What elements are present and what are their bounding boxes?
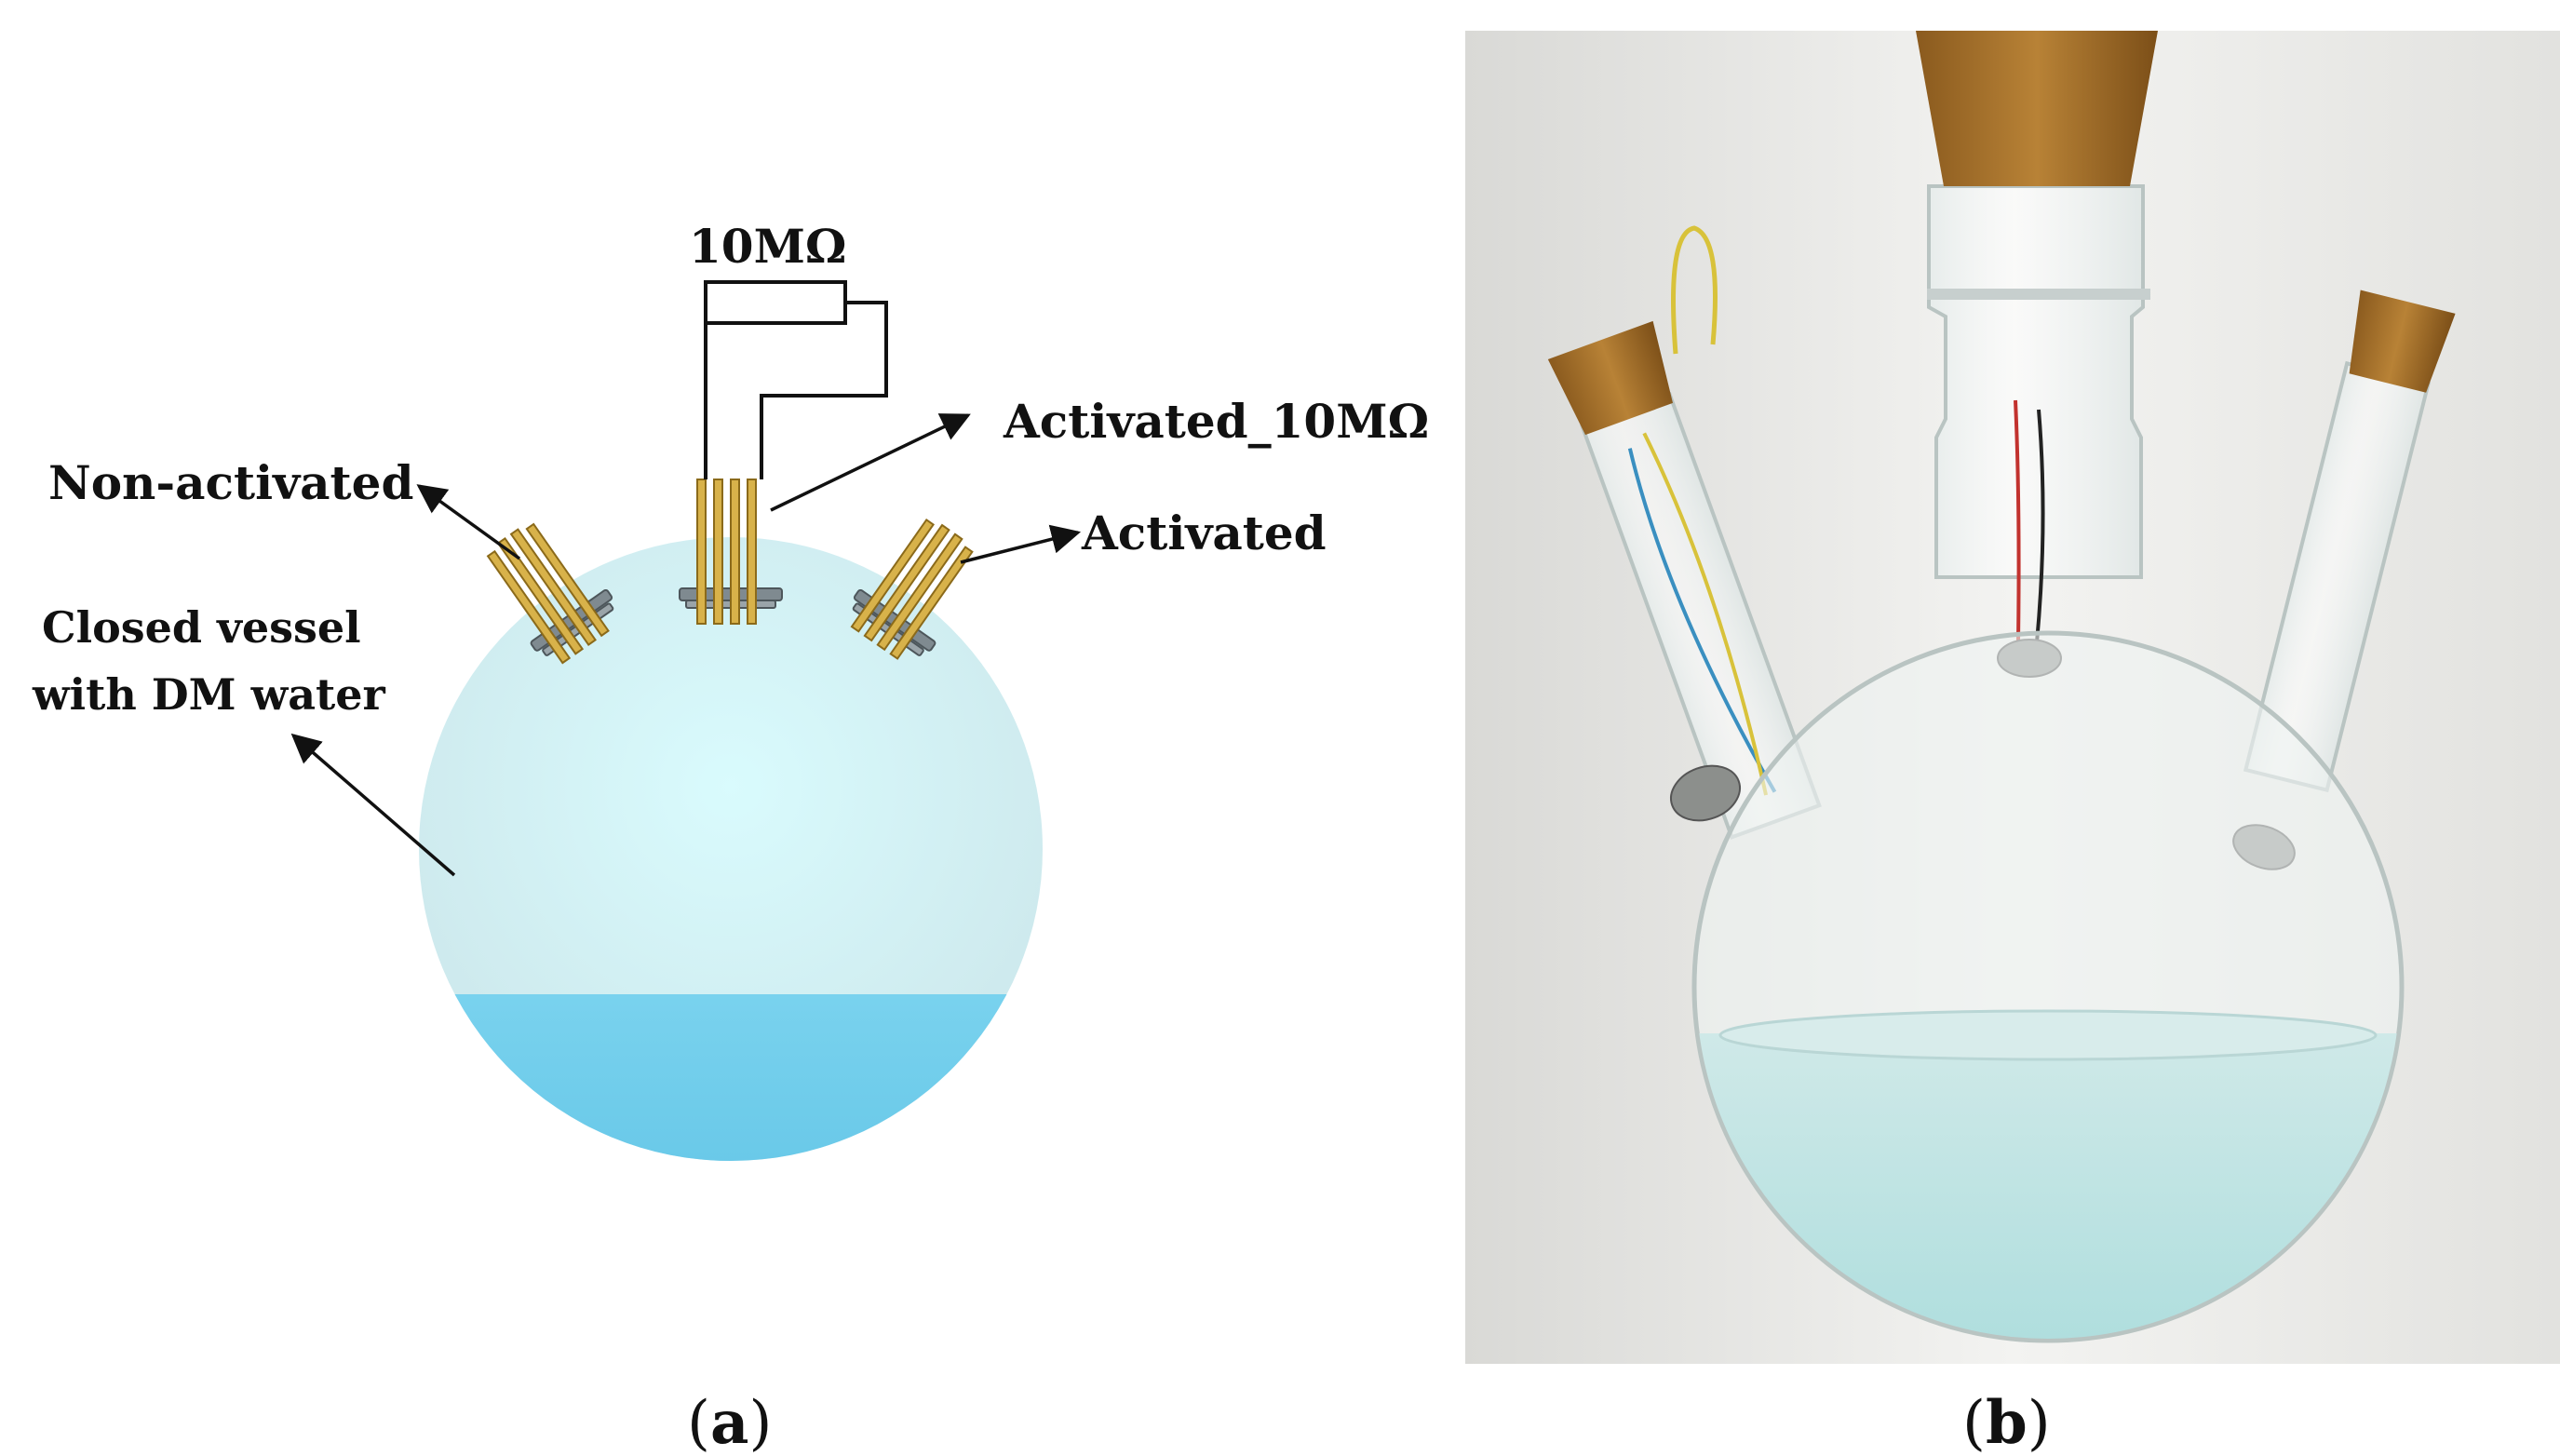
electrode-activated <box>850 518 974 660</box>
left-stopper <box>1547 320 1673 436</box>
label-activated: Activated <box>1081 506 1327 560</box>
resistor-10m <box>704 280 847 325</box>
right-stopper <box>2349 290 2456 393</box>
annotation-arrows <box>290 413 1082 877</box>
flask-right-neck <box>2243 290 2456 793</box>
label-vessel-line2: with DM water <box>32 669 386 720</box>
arrow-activated-10m <box>770 413 971 512</box>
label-resistor: 10MΩ <box>689 219 846 274</box>
flask-central-neck <box>1916 31 2158 678</box>
closed-vessel <box>419 537 1043 1161</box>
electrode-non-activated <box>486 522 614 665</box>
electrode-activated-10m <box>679 479 783 625</box>
caption-b: (b) <box>1962 1388 2051 1456</box>
arrow-vessel <box>290 733 456 877</box>
label-vessel-line1: Closed vessel <box>42 602 361 653</box>
dm-water <box>419 994 1043 1161</box>
caption-a: (a) <box>687 1388 772 1456</box>
panel-b-photo: (b) <box>1465 31 2560 1456</box>
flask-left-neck <box>1547 320 1822 840</box>
panel-a-diagram: 10MΩ Activated_10MΩ Non-activated Activa… <box>32 219 1429 1456</box>
label-non-activated: Non-activated <box>48 455 413 510</box>
arrow-activated <box>960 524 1082 564</box>
center-stopper <box>1916 31 2158 186</box>
arrow-non-activated <box>416 484 521 560</box>
resistor-wiring <box>704 280 888 479</box>
label-activated-10m: Activated_10MΩ <box>1003 394 1429 449</box>
